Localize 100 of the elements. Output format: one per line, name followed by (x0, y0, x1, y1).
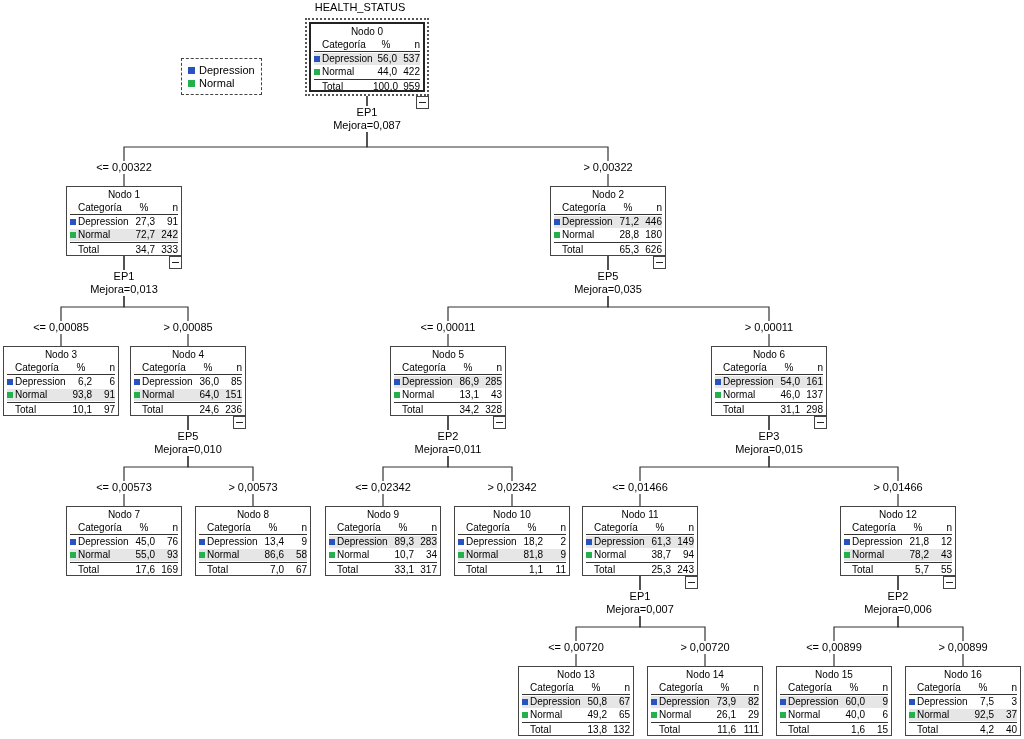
percent-value: 6,2 (77, 376, 93, 388)
tree-node-box (647, 666, 763, 736)
percent-value: 21,8 (908, 536, 930, 548)
total-label: Total (207, 564, 230, 576)
node-title: Nodo 14 (685, 669, 725, 681)
column-header: n (1010, 682, 1017, 694)
node-title: Nodo 6 (751, 349, 787, 361)
percent-value: 11,6 (716, 724, 737, 736)
count-value: 236 (224, 404, 242, 416)
count-value: 317 (419, 564, 437, 576)
percent-value: 55,0 (134, 549, 156, 561)
tree-node-box (325, 506, 441, 576)
percent-value: 65,3 (618, 244, 640, 256)
count-value: 37 (1004, 709, 1017, 721)
tree-node-box (66, 506, 182, 576)
count-value: 12 (939, 536, 952, 548)
total-label: Total (402, 404, 425, 416)
column-header: n (816, 362, 823, 374)
column-header: % (462, 362, 474, 374)
tree-node-box (454, 506, 570, 576)
count-value: 15 (875, 724, 888, 736)
category-label: Normal (917, 709, 950, 721)
split-label: Mejora=0,035 (572, 283, 644, 296)
category-label: Depression (207, 536, 258, 548)
percent-value: 38,7 (650, 549, 672, 561)
column-header: Categoría (15, 362, 60, 374)
total-label: Total (852, 564, 875, 576)
category-label: Normal (78, 229, 111, 241)
column-header: Categoría (322, 39, 367, 51)
category-label: Depression (322, 53, 373, 65)
column-header: % (912, 522, 924, 534)
column-header: n (559, 522, 566, 534)
node-title: Nodo 5 (430, 349, 466, 361)
edge-label: > 0,00085 (161, 321, 215, 334)
percent-value: 7,5 (979, 696, 995, 708)
count-value: 43 (939, 549, 952, 561)
percent-value: 89,3 (393, 536, 415, 548)
category-label: Depression (142, 376, 193, 388)
column-header: % (138, 522, 150, 534)
percent-value: 18,2 (522, 536, 544, 548)
category-label: Depression (78, 536, 129, 548)
percent-value: 78,2 (908, 549, 930, 561)
split-label: Mejora=0,006 (862, 603, 934, 616)
node-title: Nodo 12 (878, 509, 918, 521)
column-header: % (622, 202, 634, 214)
count-value: 537 (402, 53, 420, 65)
node-title: Nodo 13 (556, 669, 596, 681)
node-title: Nodo 1 (106, 189, 142, 201)
column-header: % (719, 682, 731, 694)
count-value: 93 (165, 549, 178, 561)
count-value: 242 (160, 229, 178, 241)
count-value: 91 (165, 216, 178, 228)
split-label: Mejora=0,013 (88, 283, 160, 296)
edge-label: <= 0,01466 (610, 481, 670, 494)
count-value: 55 (939, 564, 952, 576)
count-value: 91 (102, 389, 115, 401)
percent-value: 72,7 (134, 229, 156, 241)
node-title: Nodo 0 (349, 26, 385, 38)
category-label: Depression (917, 696, 968, 708)
column-header: Categoría (207, 522, 252, 534)
node-title: Nodo 8 (235, 509, 271, 521)
percent-value: 100,0 (373, 81, 399, 93)
edge-label: > 0,00899 (936, 641, 990, 654)
count-value: 2 (559, 536, 566, 548)
total-label: Total (337, 564, 360, 576)
count-value: 180 (644, 229, 662, 241)
percent-value: 81,8 (522, 549, 544, 561)
column-header: n (495, 362, 502, 374)
count-value: 959 (402, 81, 420, 93)
tree-branch-line (366, 95, 609, 187)
count-value: 422 (402, 66, 420, 78)
percent-value: 44,0 (376, 66, 398, 78)
count-value: 29 (746, 709, 759, 721)
column-header: n (430, 522, 437, 534)
node-title: Nodo 4 (170, 349, 206, 361)
percent-value: 50,8 (586, 696, 608, 708)
category-label: Depression (15, 376, 66, 388)
category-label: Depression (723, 376, 774, 388)
split-label: Mejora=0,015 (733, 443, 805, 456)
column-header: % (202, 362, 214, 374)
category-label: Normal (15, 389, 48, 401)
category-label: Normal (337, 549, 370, 561)
count-value: 9 (559, 549, 566, 561)
column-header: n (881, 682, 888, 694)
column-header: n (413, 39, 420, 51)
count-value: 94 (681, 549, 694, 561)
total-label: Total (466, 564, 489, 576)
total-label: Total (594, 564, 617, 576)
column-header: Categoría (466, 522, 511, 534)
total-label: Total (659, 724, 682, 736)
count-value: 169 (160, 564, 178, 576)
category-label: Normal (142, 389, 175, 401)
count-value: 328 (484, 404, 502, 416)
count-value: 58 (294, 549, 307, 561)
column-header: Categoría (337, 522, 382, 534)
percent-value: 26,1 (715, 709, 737, 721)
total-label: Total (723, 404, 746, 416)
category-label: Normal (530, 709, 563, 721)
percent-value: 25,3 (650, 564, 672, 576)
count-value: 298 (805, 404, 823, 416)
